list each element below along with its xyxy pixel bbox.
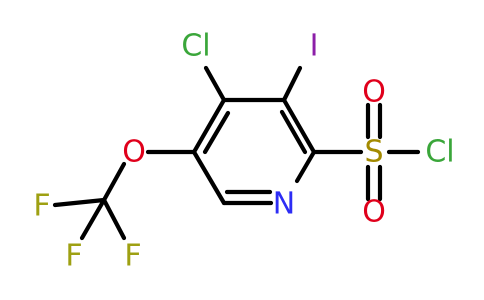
bond-c3-c2-double <box>279 109 308 155</box>
atom-sulfur: S <box>364 135 383 170</box>
bond-c4-cl <box>203 65 227 103</box>
atom-fluorine-bottom-left: F <box>65 239 82 274</box>
atom-fluorine-bottom-right: F <box>124 239 141 274</box>
atom-nitrogen: N <box>273 187 295 222</box>
atom-fluorine-left: F <box>33 189 50 224</box>
atom-oxygen-lower: O <box>362 195 386 230</box>
atom-iodine: I <box>310 29 319 64</box>
atom-labels: Cl I S O O Cl N O F F F <box>33 29 454 274</box>
bond-c-f-left <box>52 197 107 208</box>
bond-c3-c2 <box>281 97 317 155</box>
bond-c5-c4 <box>191 97 227 155</box>
bond-c-f-bottom-left <box>79 197 107 241</box>
atom-cl-sulfonyl: Cl <box>425 135 454 170</box>
bond-c3-i <box>281 65 303 103</box>
atom-cl-ring: Cl <box>181 29 210 64</box>
atom-oxygen-upper: O <box>362 75 386 110</box>
bond-c-f-bottom-right <box>101 197 127 241</box>
bond-c5-c4-double <box>202 110 231 155</box>
bond-c6-c5 <box>191 149 227 206</box>
bond-o-cf3 <box>101 161 127 203</box>
bonds <box>52 65 421 241</box>
bond-c2-n <box>294 149 317 184</box>
atom-oxygen-ether: O <box>122 135 146 170</box>
